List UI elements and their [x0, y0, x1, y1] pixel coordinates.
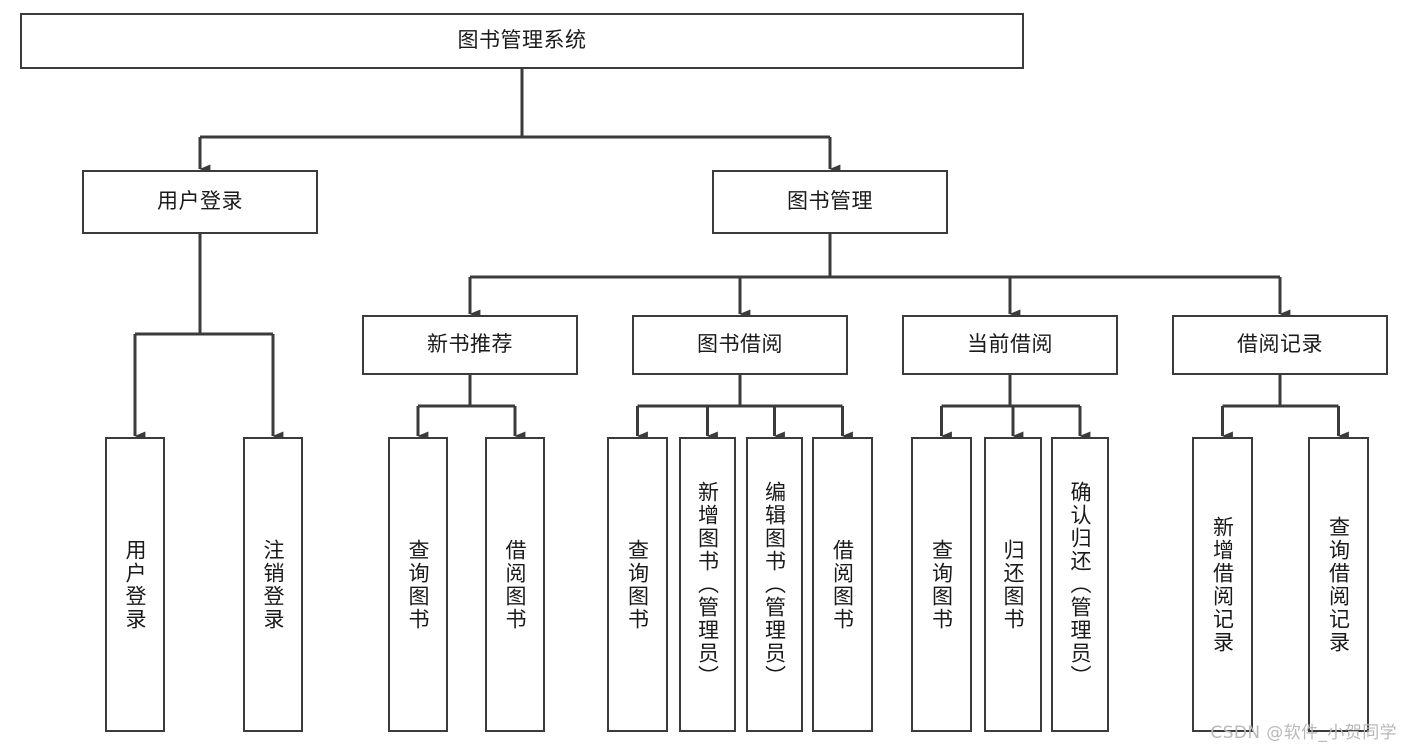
node-label: 借阅图书 [830, 538, 855, 631]
node-leaf-add-book[interactable]: 新增图书（管理员） [679, 437, 736, 732]
node-l3-new-book-rec[interactable]: 新书推荐 [362, 315, 578, 375]
node-label: 用户登录 [123, 538, 148, 631]
node-leaf-return-book[interactable]: 归还图书 [984, 437, 1042, 732]
node-leaf-query-book-2[interactable]: 查询图书 [607, 437, 668, 732]
node-leaf-add-record[interactable]: 新增借阅记录 [1192, 437, 1253, 732]
node-label: 借阅记录 [1237, 332, 1323, 357]
node-label: 用户登录 [157, 189, 243, 214]
node-leaf-query-record[interactable]: 查询借阅记录 [1308, 437, 1369, 732]
node-leaf-confirm-return[interactable]: 确认归还（管理员） [1051, 437, 1109, 732]
node-leaf-borrow-book-2[interactable]: 借阅图书 [812, 437, 873, 732]
node-label: 图书借阅 [697, 332, 783, 357]
node-leaf-logout[interactable]: 注销登录 [243, 437, 303, 732]
node-label: 当前借阅 [967, 332, 1053, 357]
node-label: 新书推荐 [427, 332, 513, 357]
node-label: 编辑图书（管理员） [762, 481, 787, 688]
node-label: 归还图书 [1001, 538, 1026, 631]
node-l3-current-borrow[interactable]: 当前借阅 [902, 315, 1118, 375]
node-leaf-query-book-1[interactable]: 查询图书 [388, 437, 448, 732]
node-label: 借阅图书 [503, 538, 528, 631]
node-leaf-edit-book[interactable]: 编辑图书（管理员） [746, 437, 803, 732]
node-l3-borrow-record[interactable]: 借阅记录 [1172, 315, 1388, 375]
node-leaf-query-book-3[interactable]: 查询图书 [911, 437, 972, 732]
node-label: 图书管理系统 [457, 28, 587, 53]
node-label: 查询图书 [406, 538, 431, 631]
node-leaf-borrow-book-1[interactable]: 借阅图书 [485, 437, 545, 732]
node-leaf-user-login[interactable]: 用户登录 [105, 437, 165, 732]
node-l2-book-manage[interactable]: 图书管理 [712, 170, 948, 234]
node-label: 查询图书 [625, 538, 650, 631]
node-label: 查询图书 [929, 538, 954, 631]
node-label: 图书管理 [787, 189, 873, 214]
node-label: 新增借阅记录 [1210, 515, 1235, 654]
node-label: 注销登录 [261, 538, 286, 631]
node-label: 确认归还（管理员） [1068, 481, 1093, 688]
node-label: 新增图书（管理员） [695, 481, 720, 688]
node-label: 查询借阅记录 [1326, 515, 1351, 654]
node-root[interactable]: 图书管理系统 [20, 13, 1024, 69]
node-l2-user-login[interactable]: 用户登录 [82, 170, 318, 234]
node-l3-book-borrow[interactable]: 图书借阅 [632, 315, 848, 375]
